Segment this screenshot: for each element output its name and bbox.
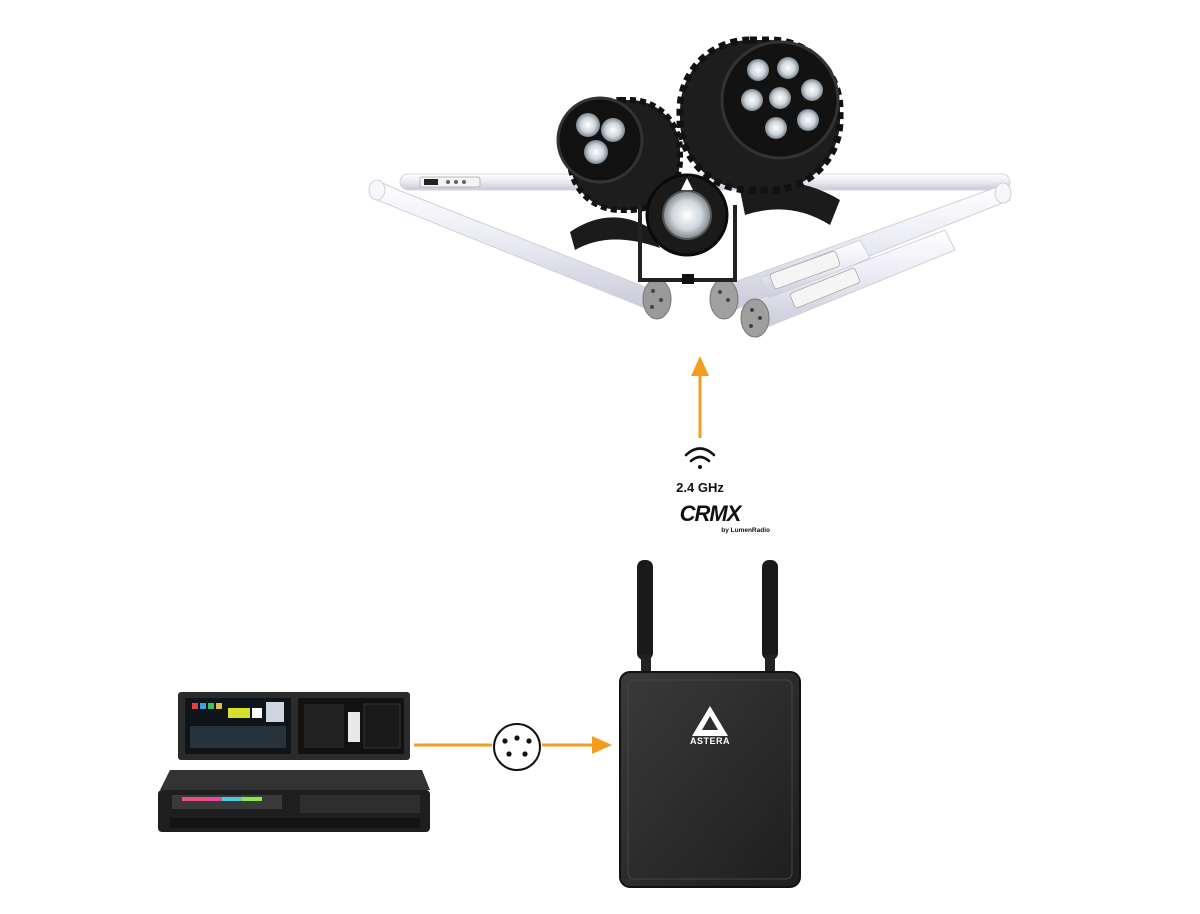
spot-fixture-front xyxy=(638,173,737,284)
tube-left xyxy=(368,179,672,320)
antenna-left xyxy=(637,560,653,677)
astera-logo-icon xyxy=(692,706,728,736)
par-fixture-large xyxy=(676,36,844,225)
wireless-arrow xyxy=(691,356,709,438)
crmx-sub-label: by LumenRadio xyxy=(721,527,770,534)
crmx-receiver xyxy=(619,560,801,888)
console-screen-left xyxy=(190,702,286,748)
crmx-logo: CRMX xyxy=(679,501,742,526)
tube-right-3 xyxy=(740,229,956,338)
dmx-connector-icon xyxy=(493,723,541,771)
console-screen-right xyxy=(304,703,401,749)
lighting-console xyxy=(158,692,430,832)
wifi-icon xyxy=(684,447,716,469)
frequency-label: 2.4 GHz xyxy=(676,480,724,495)
dmx-arrow xyxy=(414,736,612,754)
light-fixtures xyxy=(368,36,1012,338)
antenna-right xyxy=(762,560,778,677)
par-fixture-small xyxy=(556,96,683,250)
brand-label: ASTERA xyxy=(689,736,730,746)
